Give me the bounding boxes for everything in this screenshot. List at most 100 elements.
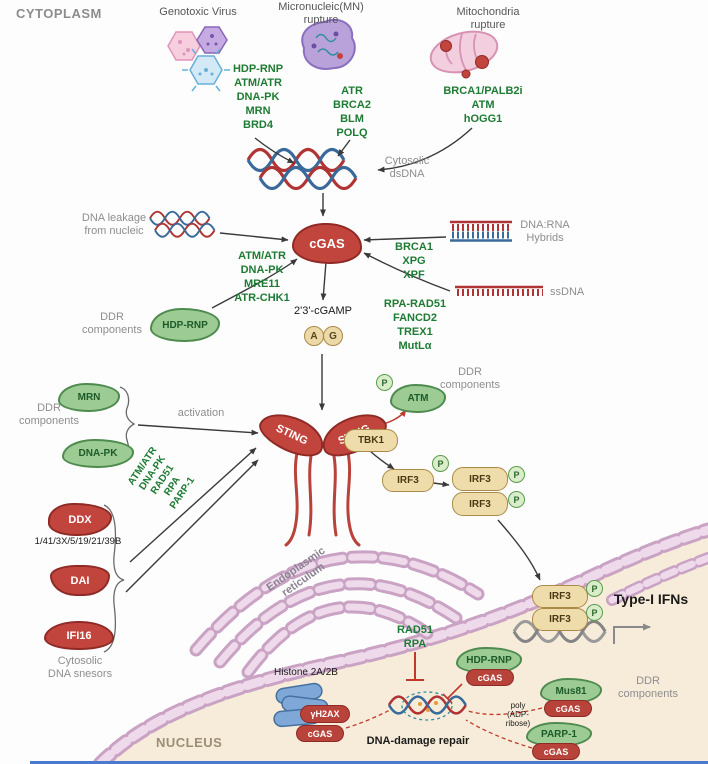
ssdna-label: ssDNA: [550, 286, 585, 298]
er-membranes: [189, 550, 485, 679]
arrows: [125, 127, 541, 593]
irf3-dimer-top: IRF3: [452, 467, 508, 491]
yh2ax-label: γH2AX: [310, 709, 340, 719]
hybrid-factor-list: BRCA1 XPG XPF: [395, 241, 433, 281]
dai-sensor: DAI: [50, 565, 110, 596]
nuclear-irf3-bottom: IRF3: [532, 608, 588, 631]
ddr-components-label-2: DDR components: [19, 402, 79, 427]
cytosolic-sensors-caption: Cytosolic DNA snesors: [47, 655, 113, 680]
poly-adp-ribose-label: poly (ADP- ribose): [505, 701, 531, 728]
hdp-rnp-protein: HDP-RNP: [150, 308, 220, 342]
tbk1-label: TBK1: [357, 435, 385, 446]
p-label: P: [591, 607, 598, 618]
irf3-dimer-top-phosphate: P: [508, 466, 525, 483]
ddx-subtypes-label: 1/41/3X/5/19/21/39B: [34, 536, 122, 547]
rad51-rpa-label: RAD51 RPA: [396, 624, 434, 650]
mus81-label: Mus81: [555, 685, 587, 697]
micronucleus-factor-list: ATR BRCA2 BLM POLQ: [333, 85, 371, 139]
dna-leakage-label: DNA leakage from nucleic: [81, 212, 147, 237]
cgas-nuclear-2: cGAS: [466, 669, 514, 686]
mrn-label: MRN: [77, 392, 101, 403]
cytosolic-dsdna-icon: [246, 147, 358, 191]
mrn-protein: MRN: [58, 383, 120, 412]
cgas-small-label: cGAS: [555, 703, 581, 714]
dai-label: DAI: [70, 574, 90, 587]
cgas-label: cGAS: [309, 236, 345, 251]
virus-factor-list: HDP-RNP ATM/ATR DNA-PK MRN BRD4: [232, 63, 284, 131]
irf3-label: IRF3: [397, 475, 419, 486]
p-label: P: [591, 583, 598, 594]
cgamp-g-label: G: [329, 330, 337, 342]
cgas-protein: cGAS: [292, 223, 362, 264]
activation-label: activation: [177, 407, 225, 419]
cgamp-g-base: G: [323, 326, 343, 346]
atm-protein: ATM: [390, 384, 446, 413]
promoter-arrow: [613, 623, 651, 644]
ssdna-factor-list: RPA-RAD51 FANCD2 TREX1 MutLα: [383, 298, 447, 352]
mus81-protein: Mus81: [540, 678, 602, 704]
dna-pk-label: DNA-PK: [78, 448, 118, 459]
tbk1-protein: TBK1: [344, 429, 398, 452]
nucleus-label: NUCLEUS: [156, 735, 223, 750]
dna-pk-protein: DNA-PK: [62, 439, 134, 468]
cgas-nuclear-3: cGAS: [544, 700, 592, 717]
cytosolic-dsdna-label: Cytosolic dsDNA: [384, 155, 430, 180]
nuclear-irf3-bottom-phosphate: P: [586, 604, 603, 621]
type-i-ifns-label: Type-I IFNs: [613, 591, 689, 607]
yh2ax-protein: γH2AX: [300, 705, 350, 723]
ddr-components-label-4: DDR components: [618, 675, 678, 700]
irf3-phosphate-1: P: [432, 455, 449, 472]
dna-rna-hybrid-icon: [450, 220, 512, 242]
dna-damage-repair-label: DNA-damage repair: [366, 735, 470, 747]
irf3-label: IRF3: [549, 614, 571, 625]
p-label: P: [437, 458, 444, 469]
p-label: P: [381, 377, 388, 388]
cgamp-a-label: A: [310, 330, 318, 342]
cgamp-label: 2'3'-cGAMP: [294, 305, 352, 317]
cgamp-factor-list: ATM/ATR DNA-PK MRE11 ATR-CHK1: [234, 250, 290, 304]
p-label: P: [513, 494, 520, 505]
micronucleus-title: Micronucleic(MN) rupture: [278, 1, 364, 26]
hdp-rnp-label: HDP-RNP: [162, 319, 208, 331]
red-regulation: [345, 409, 543, 749]
ddx-sensor: DDX: [48, 503, 112, 536]
ddr-components-label-3: DDR components: [440, 366, 500, 391]
leaked-dna-icon: [149, 210, 216, 238]
hdp-rnp-label: HDP-RNP: [466, 655, 512, 666]
irf3-protein-1: IRF3: [382, 469, 434, 492]
genotoxic-virus-title: Genotoxic Virus: [159, 6, 237, 18]
brace-sensors: [103, 504, 125, 653]
nuclear-irf3-top: IRF3: [532, 585, 588, 608]
sting-legs: [284, 451, 361, 547]
bottom-border: [30, 761, 708, 764]
cgas-nuclear-1: cGAS: [296, 725, 344, 742]
ifi16-sensor: IFI16: [44, 621, 114, 650]
parp1-label: PARP-1: [541, 729, 577, 740]
cgas-nuclear-4: cGAS: [532, 743, 580, 760]
cgas-small-label: cGAS: [543, 746, 569, 757]
mitochondria-icon: [429, 30, 499, 79]
atm-phosphate: P: [376, 374, 393, 391]
irf3-label: IRF3: [549, 591, 571, 602]
cgas-small-label: cGAS: [307, 728, 333, 739]
cgamp-a-base: A: [304, 326, 324, 346]
ddr-components-label-1: DDR components: [82, 311, 142, 336]
micronucleus-icon: [301, 19, 356, 70]
mitochondria-factor-list: BRCA1/PALB2i ATM hOGG1: [443, 85, 523, 125]
irf3-dimer-bottom: IRF3: [452, 492, 508, 516]
histone-label: Histone 2A/2B: [274, 667, 338, 678]
ddx-label: DDX: [68, 513, 92, 526]
dna-rna-hybrid-label: DNA:RNA Hybrids: [520, 219, 570, 244]
irf3-label: IRF3: [469, 498, 491, 510]
cgas-small-label: cGAS: [477, 672, 503, 683]
virus-icon: [167, 26, 230, 92]
ssdna-icon: [455, 285, 543, 296]
cytoplasm-label: CYTOPLASM: [16, 6, 102, 21]
irf3-label: IRF3: [469, 473, 491, 485]
ifi16-label: IFI16: [66, 629, 92, 642]
irf3-dimer-bottom-phosphate: P: [508, 491, 525, 508]
damaged-dna-icon: [387, 691, 468, 721]
nuclear-irf3-top-phosphate: P: [586, 580, 603, 597]
mitochondria-title: Mitochondria rupture: [456, 6, 520, 31]
